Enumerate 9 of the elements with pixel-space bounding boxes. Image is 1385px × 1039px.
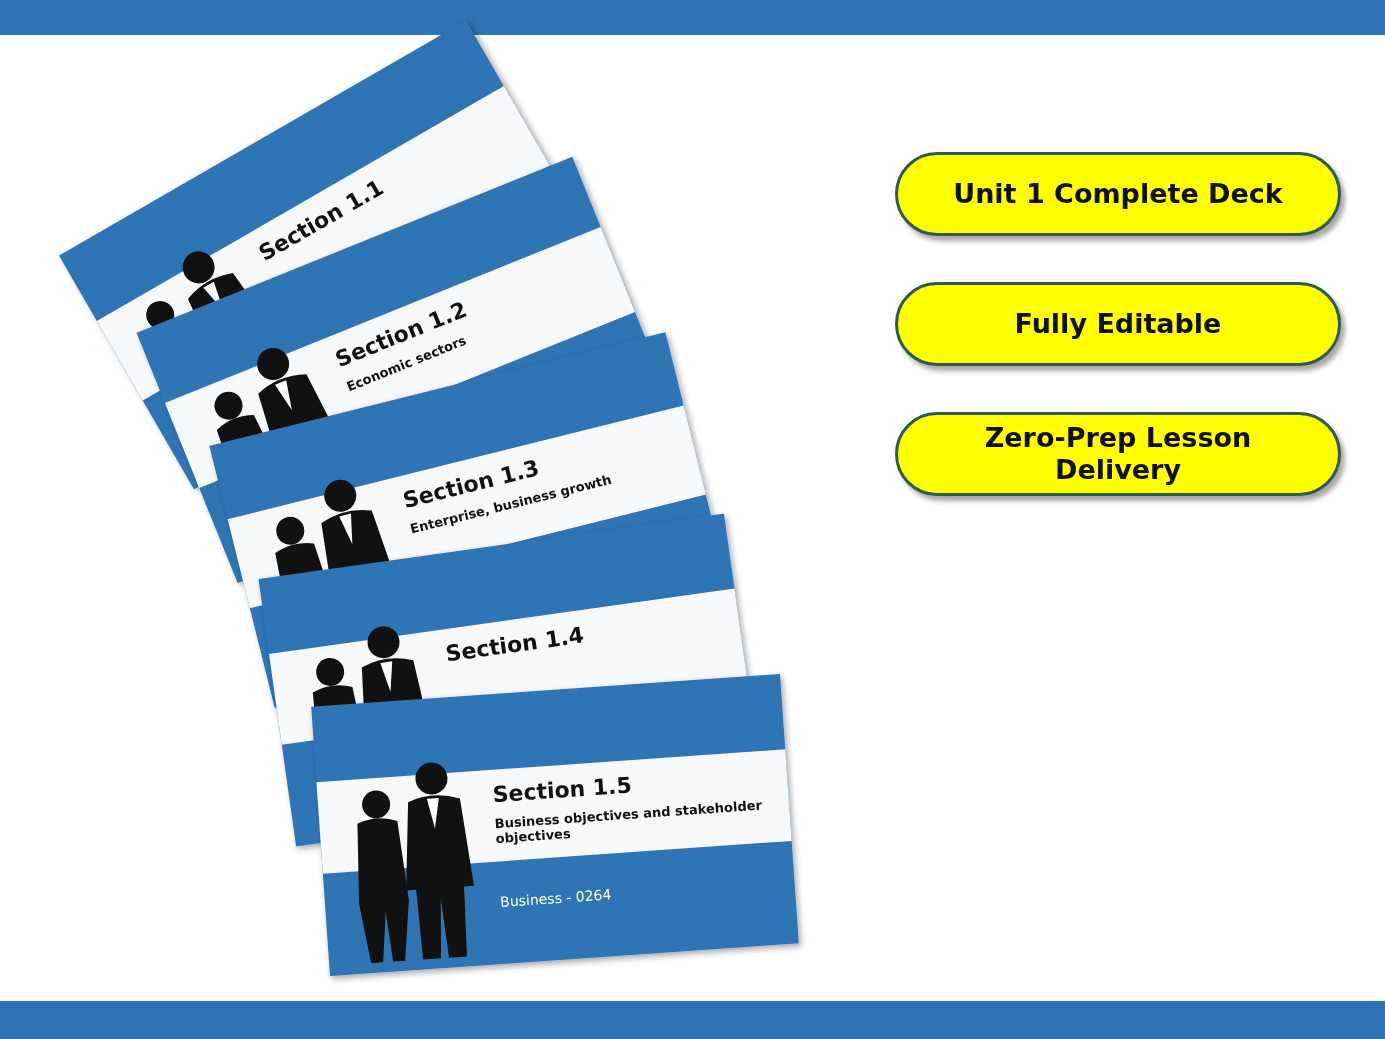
- feature-pill: [895, 282, 1341, 366]
- feature-label: Zero-Prep Lesson Delivery: [983, 421, 1253, 487]
- section-title: Section 1.5: [491, 772, 633, 808]
- course-label: Business - 0264: [499, 886, 612, 910]
- feature-label: Unit 1 Complete Deck: [953, 177, 1283, 211]
- feature-pill: [895, 152, 1341, 236]
- feature-label: Fully Editable: [1014, 307, 1222, 341]
- section-title: Section 1.4: [444, 622, 586, 667]
- feature-pill: [895, 412, 1341, 496]
